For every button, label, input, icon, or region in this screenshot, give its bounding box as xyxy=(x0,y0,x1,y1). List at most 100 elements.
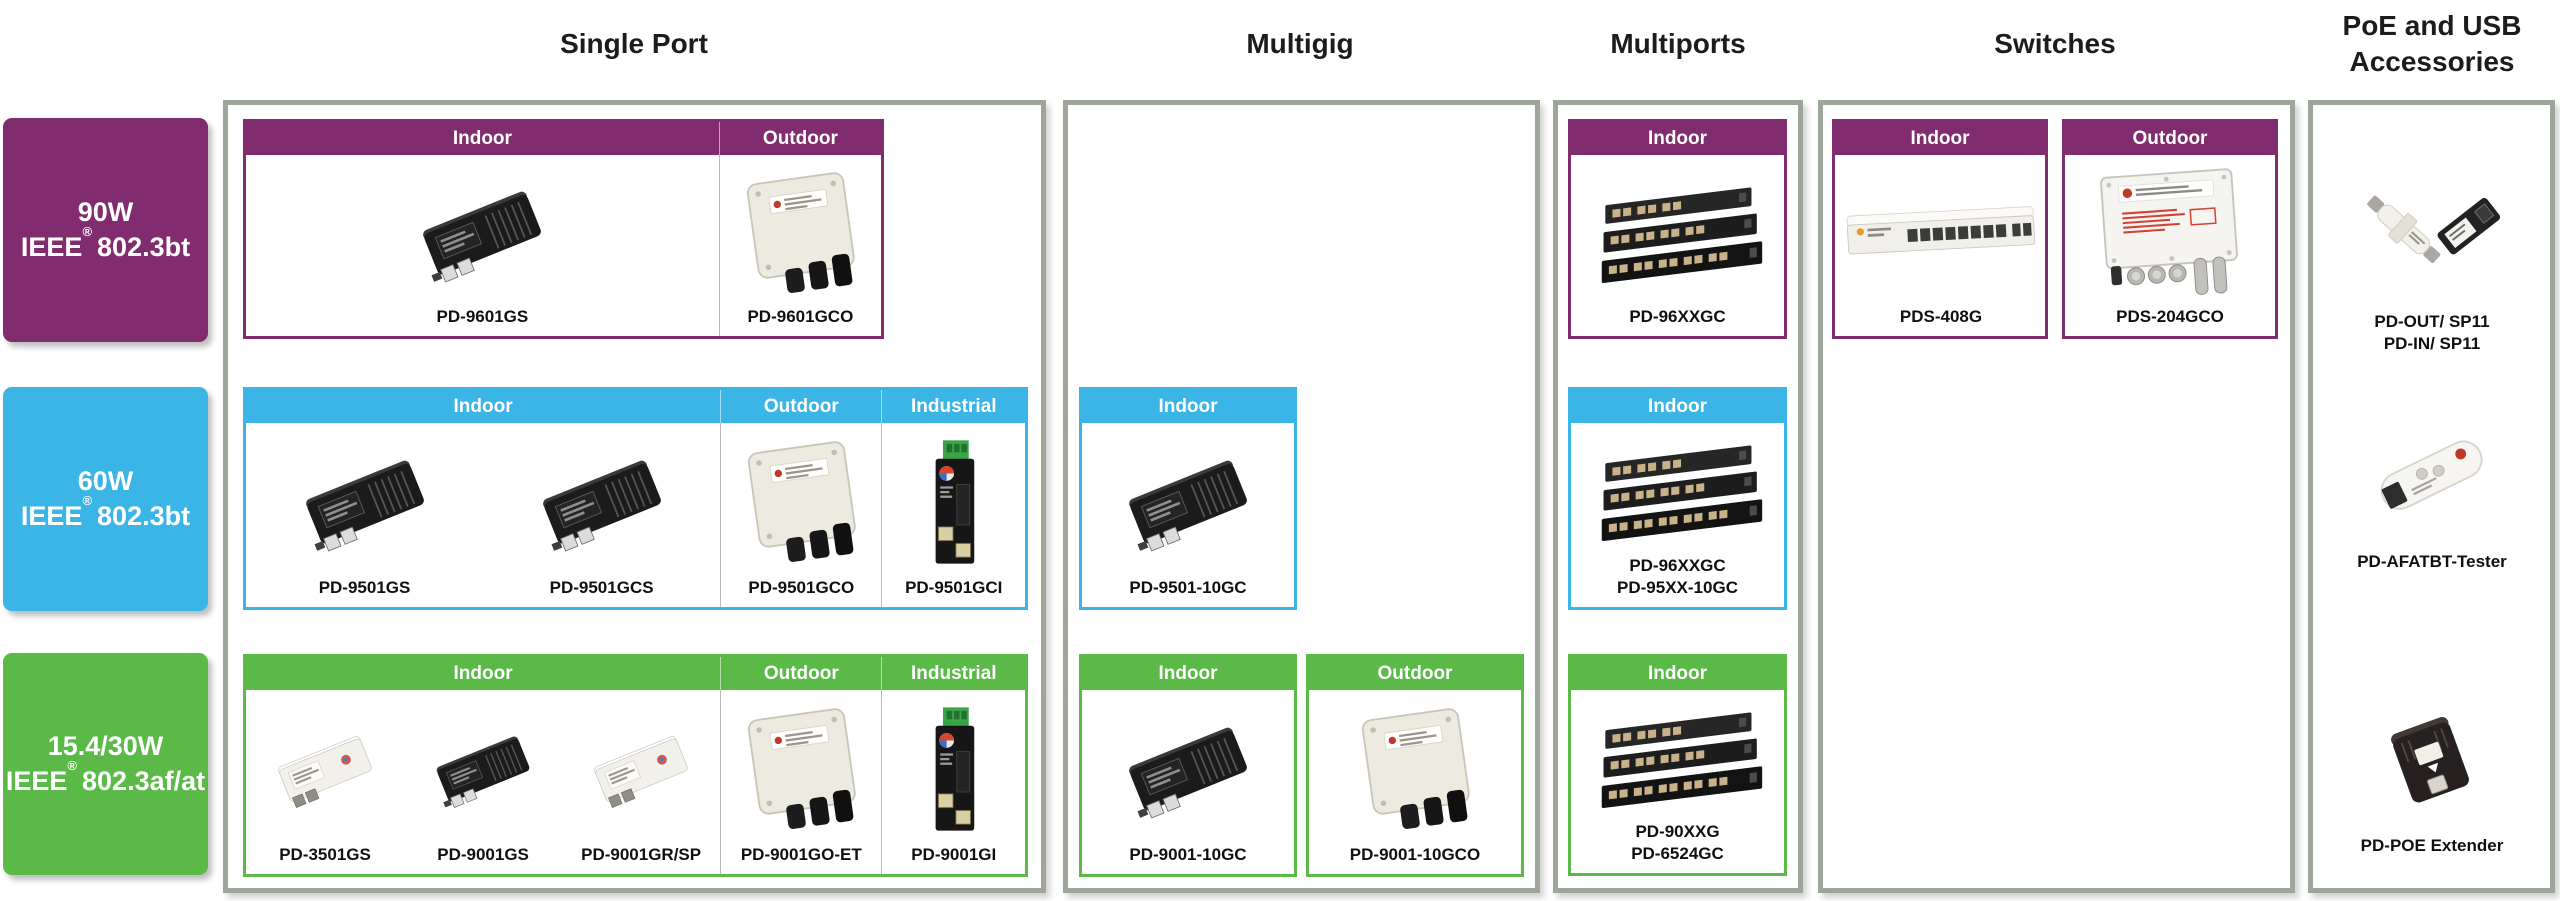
outdoor-enclosure-image xyxy=(726,163,874,303)
poe-injector-black-image xyxy=(1113,710,1263,828)
poe-injector-black-image xyxy=(527,443,677,561)
product-name: PD-AFATBT-Tester xyxy=(2357,552,2507,571)
product-pd-9601gs: PD-9601GS xyxy=(246,155,719,336)
poe-injector-black-image xyxy=(1113,443,1263,561)
poe-tester-image xyxy=(2347,419,2517,537)
box-multigig-60w-indoor: Indoor PD-9501-10GC xyxy=(1079,387,1297,610)
env-header-outdoor: Outdoor xyxy=(720,390,882,423)
env-header-indoor: Indoor xyxy=(1082,390,1294,423)
poe-injector-white-image xyxy=(582,713,700,825)
product-name: PD-9001-10GCO xyxy=(1349,845,1481,864)
product-name: PDS-204GCO xyxy=(2116,307,2224,326)
env-header-indoor: Indoor xyxy=(1571,390,1784,423)
product-name-line2: PD-IN/ SP11 xyxy=(2383,334,2481,353)
env-header-indoor: Indoor xyxy=(246,390,721,423)
env-header-outdoor: Outdoor xyxy=(720,657,882,690)
product-name: PD-96XXGC xyxy=(1629,307,1726,326)
column-title-multiports: Multiports xyxy=(1610,28,1746,59)
product-pd-9501-10gc: PD-9501-10GC xyxy=(1082,423,1294,607)
segment-outdoor: PD-9501GCO xyxy=(720,423,881,607)
product-name: PD-9501GCI xyxy=(905,578,1003,597)
product-pds-204gco: PDS-204GCO xyxy=(2065,155,2275,336)
product-pd-96xxgc: PD-96XXGC xyxy=(1571,155,1784,336)
product-name: PD-9601GS xyxy=(436,307,529,326)
segment-indoor: PD-9001-10GC xyxy=(1082,690,1294,874)
product-name-line2: PD-95XX-10GC xyxy=(1617,578,1738,597)
product-pd-9001gs: PD-9001GS xyxy=(404,690,562,874)
box-multiports-60w: Indoor PD-96XXGC PD-95XX-10GC xyxy=(1568,387,1787,610)
din-rail-device-image xyxy=(912,700,996,838)
product-name: PD-9001GR/SP xyxy=(581,845,702,864)
product-pd-9001gr-sp: PD-9001GR/SP xyxy=(562,690,720,874)
product-name: PDS-408G xyxy=(1899,307,1983,326)
env-header-outdoor: Outdoor xyxy=(2065,122,2275,155)
desktop-switch-image xyxy=(1837,185,2045,281)
segment-indoor: PD-9501GS PD-9501GCS xyxy=(246,423,720,607)
product-pd-9001-10gc: PD-9001-10GC xyxy=(1082,690,1294,874)
box-switches-90w-outdoor: Outdoor PDS-204GCO xyxy=(2062,119,2278,339)
outdoor-enclosure-image xyxy=(1341,699,1489,839)
segment-outdoor: PD-9601GCO xyxy=(718,155,881,336)
row-label-15w-power: 15.4/30W xyxy=(47,731,164,761)
product-name-line1: PD-90XXG xyxy=(1635,822,1720,841)
segment-indoor: PD-9501-10GC xyxy=(1082,423,1294,607)
product-name: PD-9501GCO xyxy=(748,578,855,597)
box-single-port-15w: Indoor Outdoor Industrial PD-3501GS PD-9… xyxy=(243,654,1028,877)
column-title-single-port: Single Port xyxy=(560,28,708,59)
row-label-15w-standard: IEEE®802.3af/at xyxy=(5,758,206,796)
box-multiports-90w: Indoor PD-96XXGC xyxy=(1568,119,1787,339)
box-switches-90w-indoor: Indoor PDS-408G xyxy=(1832,119,2048,339)
env-header-indoor: Indoor xyxy=(246,122,719,155)
segment-indoor: PDS-408G xyxy=(1835,155,2047,336)
segment-indoor: PD-96XXGC xyxy=(1571,155,1784,336)
product-name: PD-9001GI xyxy=(911,845,997,864)
box-multigig-15w-outdoor: Outdoor PD-9001-10GCO xyxy=(1306,654,1524,877)
segment-outdoor: PD-9001GO-ET xyxy=(720,690,881,874)
poe-injector-white-image xyxy=(266,713,384,825)
product-name: PD-3501GS xyxy=(279,845,371,864)
product-name: PD-9001-10GC xyxy=(1129,845,1247,864)
box-single-port-60w: Indoor Outdoor Industrial PD-9501GS PD-9… xyxy=(243,387,1028,610)
row-label-15w: 15.4/30W IEEE®802.3af/at xyxy=(3,653,208,875)
product-name: PD-POE Extender xyxy=(2360,836,2504,855)
segment-outdoor: PD-9001-10GCO xyxy=(1309,690,1521,874)
product-name: PD-9001GS xyxy=(437,845,529,864)
product-name-line1: PD-OUT/ SP11 xyxy=(2374,312,2490,331)
outdoor-enclosure-image xyxy=(727,699,875,839)
row-label-90w-standard: IEEE®802.3bt xyxy=(20,224,191,262)
segment-indoor: PD-96XXGC PD-95XX-10GC xyxy=(1571,423,1784,607)
row-label-60w: 60W IEEE®802.3bt xyxy=(3,387,208,611)
env-header-indoor: Indoor xyxy=(1571,657,1784,690)
product-pd-9501gcs: PD-9501GCS xyxy=(483,423,720,607)
segment-industrial: PD-9501GCI xyxy=(881,423,1025,607)
product-name: PD-9001GO-ET xyxy=(740,845,862,864)
env-header-indoor: Indoor xyxy=(246,657,721,690)
product-name: PD-9501GCS xyxy=(549,578,654,597)
product-name: PD-9601GCO xyxy=(747,307,854,326)
env-header-outdoor: Outdoor xyxy=(718,122,881,155)
poe-injector-black-image xyxy=(290,443,440,561)
env-header-outdoor: Outdoor xyxy=(1309,657,1521,690)
accessory-poe-tester: PD-AFATBT-Tester xyxy=(2316,405,2548,573)
product-pd-9001-10gco: PD-9001-10GCO xyxy=(1309,690,1521,874)
product-pd-96xxgc-pd-95xx-10gc: PD-96XXGC PD-95XX-10GC xyxy=(1571,423,1784,607)
product-pd-90xxg-pd-6524gc: PD-90XXG PD-6524GC xyxy=(1571,690,1784,873)
column-title-switches: Switches xyxy=(1994,28,2116,59)
poe-extender-image xyxy=(2363,701,2501,829)
din-rail-device-image xyxy=(912,433,996,571)
row-label-90w: 90W IEEE®802.3bt xyxy=(3,118,208,342)
box-single-port-90w: Indoor Outdoor PD-9601GS PD-9601GCO xyxy=(243,119,884,339)
column-title-multigig: Multigig xyxy=(1246,28,1354,59)
product-pd-3501gs: PD-3501GS xyxy=(246,690,404,874)
accessory-poe-extender: PD-POE Extender xyxy=(2316,695,2548,857)
env-header-indoor: Indoor xyxy=(1571,122,1784,155)
surge-protector-pair-image xyxy=(2343,168,2521,294)
product-name: PD-9501GS xyxy=(318,578,411,597)
segment-indoor: PD-3501GS PD-9001GS PD-9001GR/SP xyxy=(246,690,720,874)
product-name-line2: PD-6524GC xyxy=(1631,844,1724,863)
rack-switch-stack-image xyxy=(1575,431,1780,551)
env-header-indoor: Indoor xyxy=(1835,122,2045,155)
segment-industrial: PD-9001GI xyxy=(881,690,1025,874)
box-multigig-15w-indoor: Indoor PD-9001-10GC xyxy=(1079,654,1297,877)
